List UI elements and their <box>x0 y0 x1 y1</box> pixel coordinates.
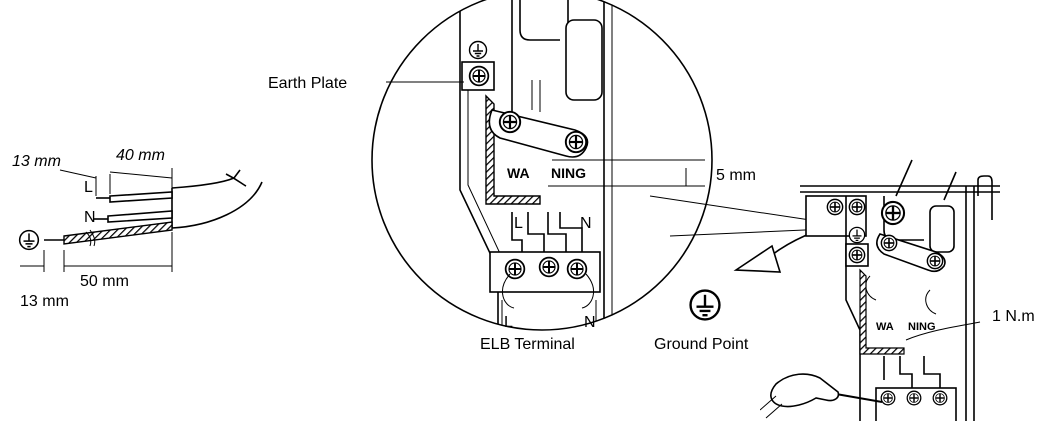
housing-left-edge <box>459 0 499 330</box>
terminal-channel-N <box>547 212 583 256</box>
wire-earth <box>63 221 173 245</box>
unit-warning-right: NING <box>908 321 936 333</box>
unit-top-screw <box>880 200 906 226</box>
magnified-view: WA NING L N <box>371 0 713 331</box>
ground-icon-plate <box>468 40 488 60</box>
clamp-screw-left <box>498 110 522 134</box>
unit-ground-icon <box>848 226 866 244</box>
ground-point-label: Ground Point <box>654 336 749 353</box>
earth-plate-label: Earth Plate <box>268 75 347 92</box>
latch-block <box>565 19 603 101</box>
unit-side-hook <box>977 175 993 220</box>
elb-terminal-label: ELB Terminal <box>480 336 575 353</box>
wire-N <box>107 210 173 223</box>
dim-5-label: 5 mm <box>716 167 756 184</box>
unit-assembly: Ground Point WA NING <box>654 159 1035 421</box>
terminal-L-label: L <box>504 314 513 331</box>
wire-N-label: N <box>84 209 96 226</box>
magnifier-circle <box>371 0 713 331</box>
earth-plate-screw <box>468 65 490 87</box>
terminal-N-label: N <box>584 314 596 331</box>
housing-left-inner <box>467 90 505 263</box>
ground-icon-cable <box>18 229 40 251</box>
hand-sleeve <box>760 395 783 419</box>
terminal-channel-L <box>511 212 545 256</box>
ground-point-icon <box>689 289 721 321</box>
cable-sheath-edge <box>225 173 247 187</box>
unit-earth-screw <box>848 246 866 264</box>
cable-stripping-diagram: 13 mm 40 mm L N 50 mm 13 mm <box>12 147 263 310</box>
dim-13-top-label: 13 mm <box>12 153 61 170</box>
unit-warning-left: WA <box>876 321 894 333</box>
terminal-screw-center <box>538 256 560 278</box>
unit-terminal-screw-1 <box>880 390 896 406</box>
unit-clamp-screw-2 <box>926 252 944 270</box>
channel-letter-N: N <box>580 215 592 232</box>
ground-arrow-head <box>733 244 782 273</box>
terminal-arc-L <box>501 273 515 309</box>
warning-text-right: NING <box>551 165 586 181</box>
earth-wire-hatched <box>485 94 541 205</box>
channel-letter-L: L <box>514 215 523 232</box>
inner-wire-channel <box>531 80 541 112</box>
torque-label: 1 N.m <box>992 308 1035 325</box>
dim-50-label: 50 mm <box>80 273 129 290</box>
housing-top-frame <box>511 0 560 120</box>
terminal-screw-N <box>566 258 588 280</box>
warning-text-left: WA <box>507 165 530 181</box>
wire-L <box>109 191 173 203</box>
screw-shaft-1 <box>895 159 913 197</box>
wire-twist-mark <box>85 229 96 247</box>
unit-clamp-screw-1 <box>880 234 898 252</box>
unit-terminal-channels <box>883 356 941 392</box>
torque-leader <box>905 321 981 341</box>
unit-bracket-screw-1 <box>826 198 844 216</box>
dim-13-bottom-label: 13 mm <box>20 293 69 310</box>
screw-shaft-2 <box>943 171 957 201</box>
dim-40-line <box>109 171 173 179</box>
cable-sheath <box>171 169 263 229</box>
unit-terminal-screw-2 <box>906 390 922 406</box>
screwdriver-shaft <box>835 393 883 403</box>
clamp-screw-right <box>564 130 588 154</box>
dim-13-top-leader <box>59 169 97 179</box>
terminal-lower-lines <box>501 300 597 330</box>
dim-40-label: 40 mm <box>116 147 165 164</box>
unit-hooks <box>865 275 937 315</box>
unit-earth-wire-hatched <box>859 268 905 355</box>
wire-L-label: L <box>84 179 93 196</box>
unit-bracket-screw-2 <box>848 198 866 216</box>
unit-latch <box>929 205 955 253</box>
hand-icon <box>770 373 840 408</box>
terminal-arc-N <box>581 273 595 309</box>
unit-terminal-screw-3 <box>932 390 948 406</box>
